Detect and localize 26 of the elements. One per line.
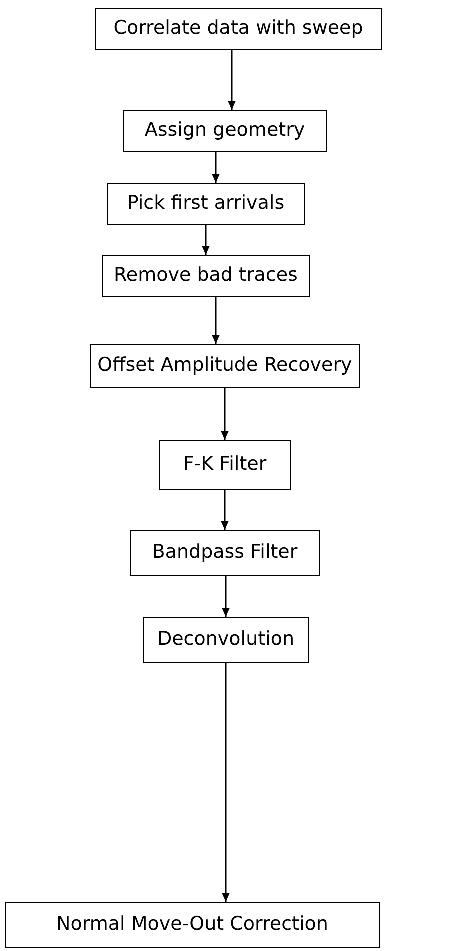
box-label: Offset Amplitude Recovery — [98, 354, 352, 378]
process-box — [123, 110, 327, 152]
box-label: Correlate data with sweep — [114, 17, 364, 41]
box-label: F-K Filter — [183, 453, 267, 477]
arrow — [222, 576, 230, 617]
box-label: Bandpass Filter — [152, 541, 298, 565]
process-box — [107, 183, 305, 225]
arrow — [212, 152, 220, 183]
arrow — [222, 663, 230, 902]
process-box — [5, 902, 380, 948]
process-box — [130, 530, 320, 576]
process-box — [102, 255, 310, 297]
box-label: Remove bad traces — [114, 264, 298, 288]
arrow — [221, 388, 229, 440]
arrow — [212, 297, 220, 344]
process-box — [95, 8, 382, 50]
box-label: Normal Move-Out Correction — [56, 913, 328, 937]
process-box — [143, 617, 309, 663]
box-label: Deconvolution — [157, 628, 295, 652]
box-label: Pick first arrivals — [127, 192, 285, 216]
box-label: Assign geometry — [144, 119, 306, 143]
arrow — [228, 50, 236, 110]
process-box — [159, 440, 291, 490]
arrow — [202, 225, 210, 255]
process-box — [90, 344, 360, 388]
arrow — [221, 490, 229, 530]
